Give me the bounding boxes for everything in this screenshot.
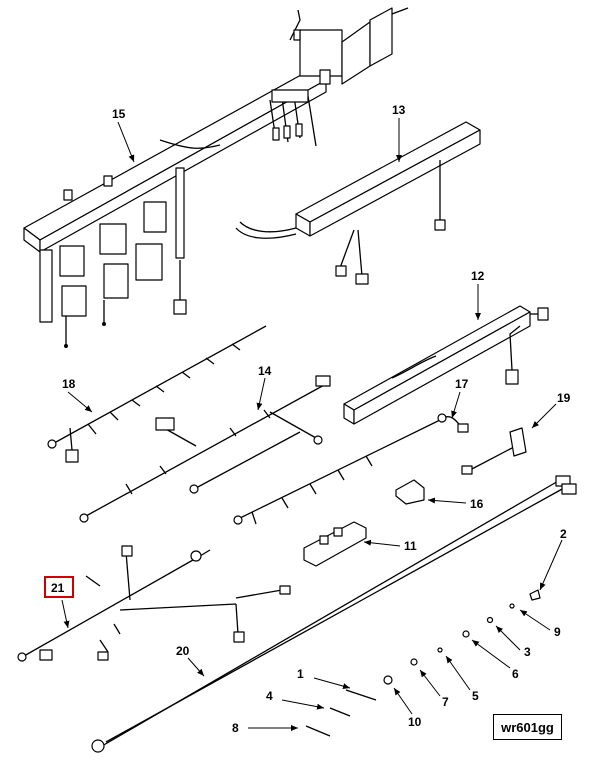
callout-14: 14 bbox=[258, 364, 272, 378]
sensor-bracket-19 bbox=[461, 427, 527, 475]
connector-housing-11 bbox=[303, 521, 367, 567]
callout-9: 9 bbox=[554, 625, 561, 639]
callout-6: 6 bbox=[512, 667, 519, 681]
callout-8: 8 bbox=[232, 721, 239, 735]
callout-1: 1 bbox=[297, 667, 304, 681]
callout-13: 13 bbox=[392, 103, 406, 117]
callout-17: 17 bbox=[455, 377, 469, 391]
callout-2: 2 bbox=[560, 527, 567, 541]
harness-rail-12 bbox=[343, 305, 549, 425]
callout-labels: 15 13 12 18 14 17 19 16 11 2 9 3 6 5 7 1… bbox=[51, 103, 571, 735]
callout-3: 3 bbox=[524, 645, 531, 659]
figure-id-label: wr601gg bbox=[493, 714, 562, 740]
callout-15: 15 bbox=[112, 107, 126, 121]
callout-12: 12 bbox=[471, 269, 485, 283]
callout-4: 4 bbox=[266, 689, 273, 703]
callout-20: 20 bbox=[176, 644, 190, 658]
callout-11: 11 bbox=[404, 539, 417, 553]
wire-harness-14 bbox=[79, 375, 331, 523]
wire-harness-21 bbox=[17, 545, 291, 662]
callout-18: 18 bbox=[62, 377, 76, 391]
wire-harness-18 bbox=[47, 325, 267, 463]
callout-19: 19 bbox=[557, 391, 571, 405]
harness-rail-13 bbox=[235, 121, 481, 285]
leader-lines bbox=[61, 118, 563, 731]
cable-20 bbox=[91, 475, 577, 753]
callout-16: 16 bbox=[470, 497, 484, 511]
callout-10: 10 bbox=[408, 715, 422, 729]
harness-rail-assembly-15 bbox=[23, 7, 409, 348]
wire-harness-17 bbox=[233, 413, 469, 525]
callout-5: 5 bbox=[472, 689, 479, 703]
callout-21: 21 bbox=[51, 581, 65, 595]
hardware-items bbox=[305, 589, 541, 737]
callout-highlight-box bbox=[44, 576, 74, 598]
bracket-16 bbox=[395, 479, 425, 505]
callout-7: 7 bbox=[442, 695, 449, 709]
